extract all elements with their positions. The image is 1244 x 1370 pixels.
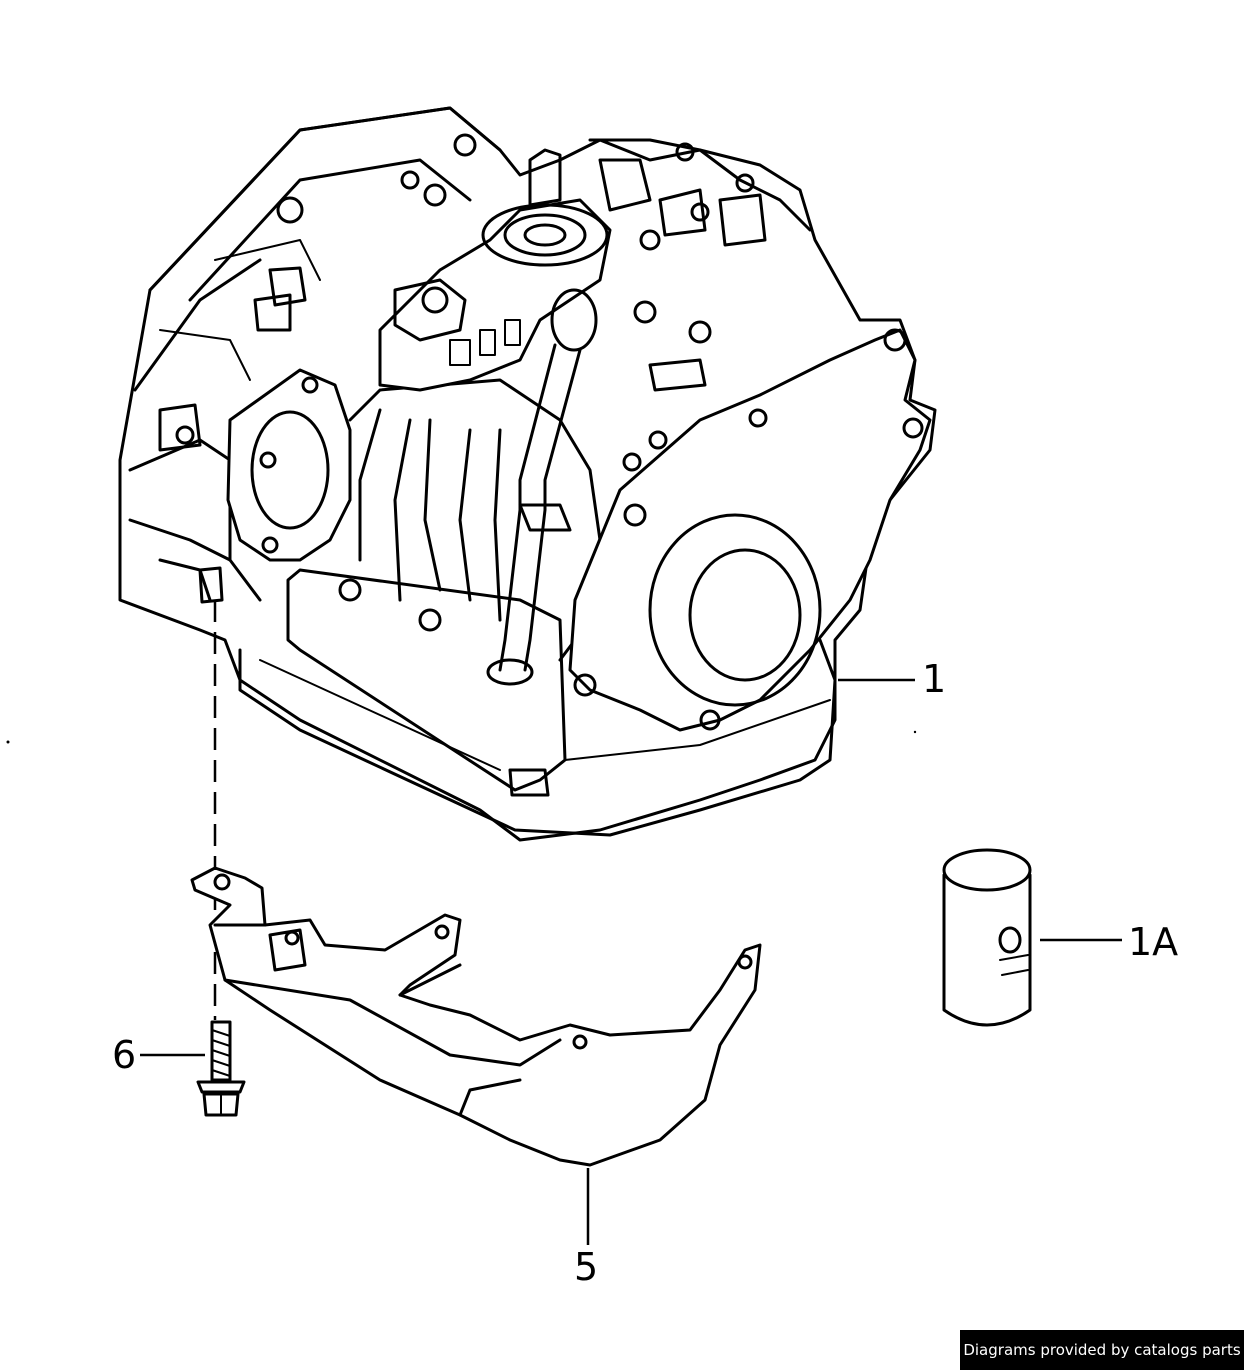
callout-1a: 1A — [1128, 920, 1178, 964]
transmission-assembly — [118, 106, 937, 842]
guard-plate — [190, 866, 762, 1167]
callout-6: 6 — [112, 1033, 136, 1077]
credit-banner: Diagrams provided by catalogs parts — [960, 1330, 1244, 1370]
bolt — [196, 1020, 246, 1117]
stray-dot — [6, 740, 10, 744]
callout-1: 1 — [922, 657, 946, 701]
stray-dot — [913, 730, 917, 734]
filter-cylinder — [942, 848, 1032, 1027]
callout-5: 5 — [574, 1245, 598, 1289]
